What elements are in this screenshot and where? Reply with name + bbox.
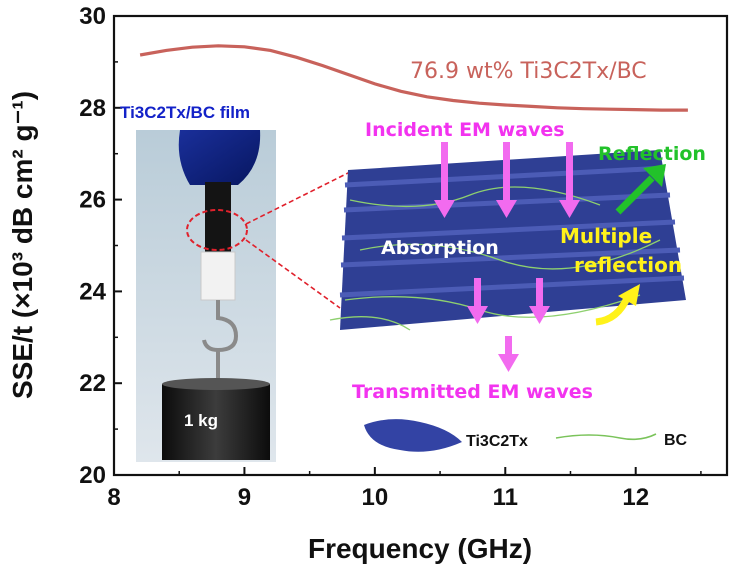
reflection-arrow — [615, 164, 666, 215]
y-tick-label: 22 — [79, 370, 106, 397]
hook — [202, 300, 239, 353]
y-tick-label: 26 — [79, 187, 106, 214]
multiple-label: Multiple — [560, 224, 652, 248]
transmitted-label: Transmitted EM waves — [352, 381, 593, 403]
connector-top — [245, 171, 351, 225]
x-tick-label: 8 — [107, 484, 120, 511]
y-tick-label: 28 — [79, 95, 106, 122]
x-tick-label: 11 — [493, 484, 518, 511]
transmitted-arrows — [467, 278, 550, 372]
x-axis: 8 9 10 11 12 — [107, 467, 702, 511]
incident-label: Incident EM waves — [365, 119, 565, 141]
weight-top — [162, 378, 270, 390]
y-tick-label: 30 — [79, 3, 106, 30]
connector-bottom — [245, 239, 341, 309]
x-tick-label: 10 — [361, 484, 388, 511]
clamp — [200, 251, 236, 301]
y-tick-label: 20 — [79, 462, 106, 489]
x-tick-label: 9 — [238, 484, 251, 511]
series-label: 76.9 wt% Ti3C2Tx/BC — [410, 59, 647, 84]
film-photo: 1 kg — [136, 130, 276, 462]
structure-body — [340, 150, 686, 330]
weight-icon — [162, 384, 270, 460]
y-tick-label: 24 — [79, 278, 106, 305]
film-label: Ti3C2Tx/BC film — [120, 103, 250, 122]
multiple-label-2: reflection — [574, 253, 682, 277]
y-axis: 20 22 24 26 28 30 — [79, 3, 122, 489]
bc-fiber-icon — [555, 433, 657, 441]
incident-arrows — [434, 142, 580, 218]
x-axis-title: Frequency (GHz) — [308, 533, 532, 564]
absorption-label: Absorption — [381, 237, 499, 259]
multiple-reflection-arrow — [595, 284, 640, 326]
highlight-circle — [186, 209, 248, 251]
weight-label: 1 kg — [184, 411, 218, 430]
bc-fibers — [329, 186, 661, 331]
legend-mxene-label: Ti3C2Tx — [466, 433, 528, 450]
film-strip — [205, 182, 231, 252]
x-tick-label: 12 — [622, 484, 649, 511]
reflection-label: Reflection — [598, 143, 706, 165]
legend-bc-label: BC — [664, 432, 688, 449]
mxene-flake-icon — [364, 419, 462, 452]
glove-icon — [178, 130, 261, 185]
y-axis-title: SSE/t (×10³ dB cm² g⁻¹) — [7, 91, 38, 399]
series-line — [139, 44, 688, 112]
